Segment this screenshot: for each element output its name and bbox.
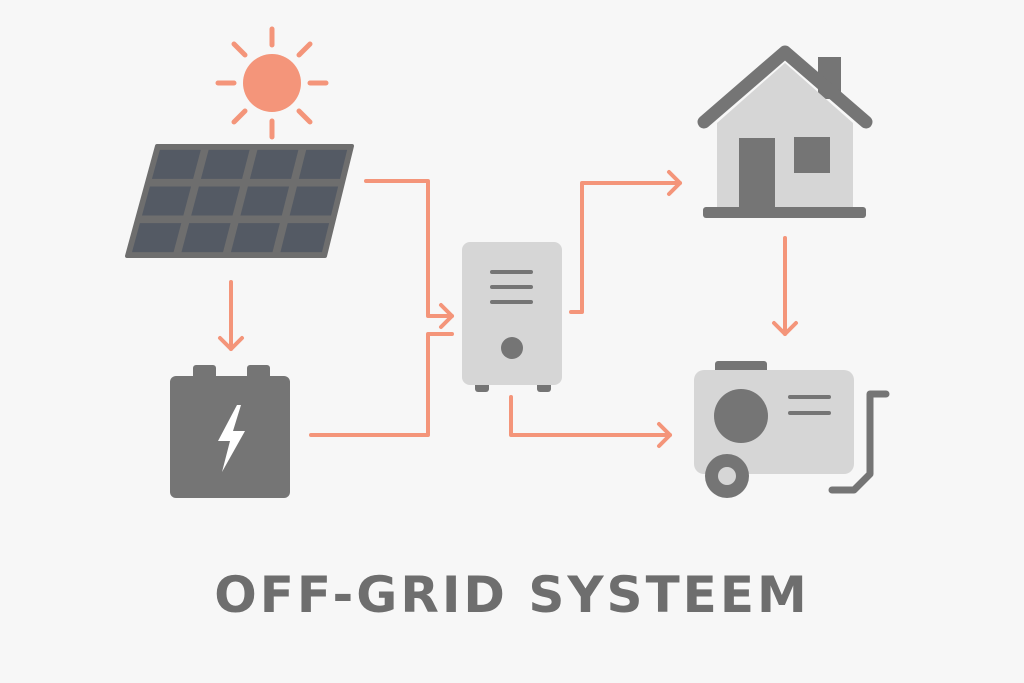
solar-cell bbox=[289, 186, 339, 216]
house-icon bbox=[697, 45, 873, 218]
solar-cell bbox=[141, 186, 192, 216]
battery-icon bbox=[170, 365, 290, 498]
solar-cell bbox=[151, 149, 201, 179]
solar-panel-icon bbox=[125, 144, 354, 258]
arrow-inverter-to-generator bbox=[509, 395, 672, 448]
solar-cell bbox=[191, 186, 241, 216]
arrow-battery-to-inverter bbox=[309, 332, 454, 437]
diagram-title: OFF-GRID SYSTEEM bbox=[214, 566, 810, 624]
arrow-panel-to-inverter bbox=[364, 179, 454, 329]
arrow-inverter-to-house bbox=[569, 170, 682, 314]
sun-icon bbox=[215, 26, 329, 140]
solar-cell bbox=[280, 223, 330, 253]
flow-arrows bbox=[218, 170, 798, 448]
inverter-icon bbox=[462, 242, 562, 392]
solar-cell bbox=[200, 149, 250, 179]
solar-cell bbox=[249, 149, 299, 179]
solar-cell bbox=[181, 223, 231, 253]
solar-cell bbox=[230, 223, 280, 253]
solar-cell bbox=[132, 223, 182, 253]
arrow-house-to-generator bbox=[772, 236, 798, 336]
arrow-panel-to-battery bbox=[218, 280, 244, 351]
solar-cell bbox=[240, 186, 290, 216]
solar-cell bbox=[298, 149, 348, 179]
generator-icon bbox=[694, 361, 890, 498]
